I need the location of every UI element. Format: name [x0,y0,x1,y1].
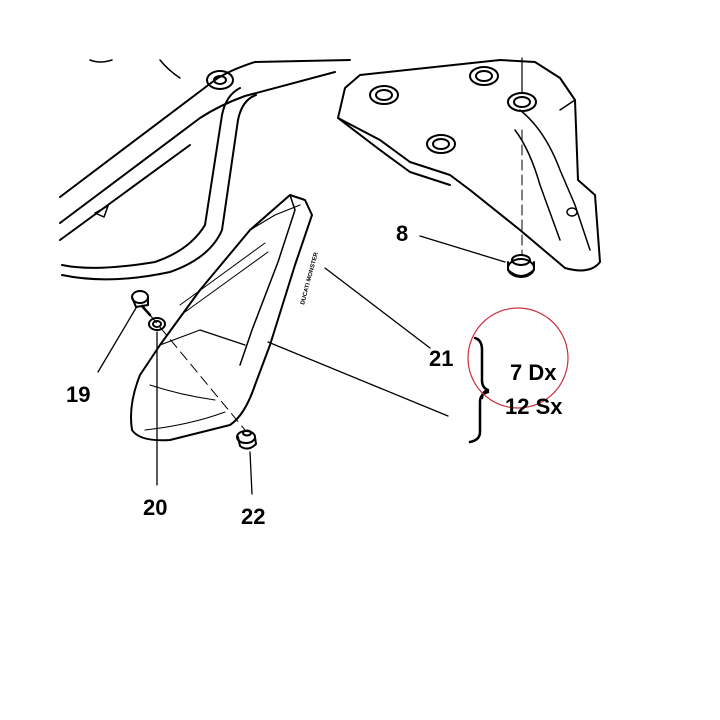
brace-lower [468,390,490,444]
variant-left-label: 12 Sx [505,394,563,419]
callout-20: 20 [143,495,167,520]
leader-21-lower [267,341,449,417]
assembly-axis-line [149,314,246,431]
variant-right-label: 7 Dx [510,360,557,385]
washer-part-20 [148,317,166,331]
cover-brand-marking: DUCATI MONSTER [300,251,320,305]
callout-19: 19 [66,382,90,407]
leader-21-upper [324,267,431,349]
leader-lines [97,235,506,495]
brace-upper [473,336,490,400]
frame-tubes [59,59,351,281]
callout-22: 22 [241,504,265,529]
bolt-part-19 [131,290,152,317]
leader-22 [249,451,253,495]
callout-21: 21 [429,346,453,371]
grommet-part-22 [236,429,257,450]
highlight-circle [467,307,569,409]
leader-8 [419,235,506,263]
frame-bolt [206,70,234,90]
leader-19 [97,307,137,373]
nut-part-8 [507,129,535,278]
callout-8: 8 [396,221,408,246]
rear-bracket [337,57,601,272]
